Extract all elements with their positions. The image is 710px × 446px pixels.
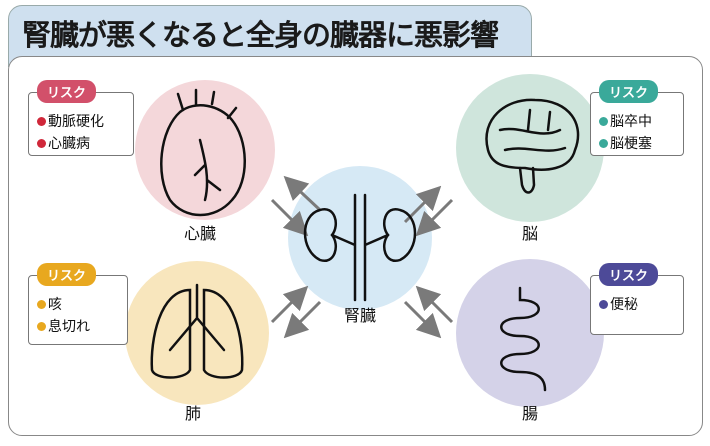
arrow-icon [270,285,309,324]
lungs-icon [150,283,244,379]
lung-label: 肺 [184,404,202,423]
brain-risk-callout: リスク 脳卒中 脳梗塞 [590,80,684,156]
heart-icon [160,88,246,217]
kidney-label: 腎臓 [343,306,377,325]
risk-item: 動脈硬化 [48,114,104,130]
risk-item: 脳梗塞 [610,136,652,152]
brain-icon [485,98,580,194]
bullet-icon [37,322,46,331]
risk-item: 便秘 [610,297,638,313]
heart-label: 心臓 [183,224,217,243]
arrows [270,175,454,339]
intestine-icon [500,286,547,392]
risk-badge: リスク [599,80,659,103]
lung-circle [125,261,269,405]
arrow-icon [403,300,442,339]
bullet-icon [37,300,46,309]
intestine-risk-callout: リスク 便秘 [590,263,684,335]
page-title: 腎臓が悪くなると全身の臓器に悪影響 [22,18,499,52]
risk-item: 心臓病 [48,136,90,152]
brain-label: 脳 [521,224,539,243]
bullet-icon [599,139,608,148]
arrow-icon [270,198,309,237]
kidney-circle [288,166,432,310]
bullet-icon [37,117,46,126]
arrow-icon [283,175,322,212]
risk-item: 咳 [48,297,62,313]
intestine-circle [456,259,604,407]
kidney-icon [303,193,417,302]
bullet-icon [37,139,46,148]
risk-badge: リスク [599,263,659,286]
arrow-icon [415,285,454,324]
bullet-icon [599,300,608,309]
arrow-icon [283,300,322,339]
intestine-label: 腸 [521,404,539,423]
risk-item: 息切れ [48,319,90,335]
risk-badge: リスク [37,80,97,103]
heart-risk-callout: リスク 動脈硬化 心臓病 [28,80,134,156]
brain-circle [456,74,604,222]
risk-item: 脳卒中 [610,114,652,130]
lung-risk-callout: リスク 咳 息切れ [28,263,128,345]
risk-badge: リスク [37,263,97,286]
arrow-icon [415,198,454,237]
bullet-icon [599,117,608,126]
